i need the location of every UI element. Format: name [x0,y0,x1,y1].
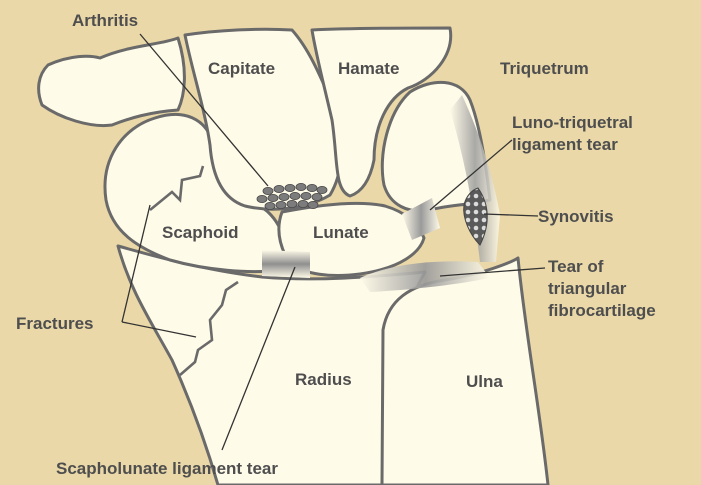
luno-triquetral-label-line2: ligament tear [512,135,618,154]
radius-label: Radius [295,370,352,389]
fractures-label: Fractures [16,314,93,333]
synovitis-label: Synovitis [538,207,614,226]
tfcc-label-line1: Tear of [548,257,604,276]
ulna-label: Ulna [466,372,503,391]
scaphoid-label: Scaphoid [162,223,239,242]
capitate-label: Capitate [208,59,275,78]
hamate-label: Hamate [338,59,399,78]
arthritis-label: Arthritis [72,11,138,30]
scapholunate-label: Scapholunate ligament tear [56,459,278,478]
tfcc-label-line2: triangular [548,279,627,298]
ulna-bone [382,258,548,485]
luno-triquetral-label-line1: Luno-triquetral [512,113,633,132]
lunate-label: Lunate [313,223,369,242]
triquetrum-label: Triquetrum [500,59,589,78]
tfcc-label-line3: fibrocartilage [548,301,656,320]
metacarpal-bone [39,38,185,126]
scapholunate-ligament [262,250,310,278]
